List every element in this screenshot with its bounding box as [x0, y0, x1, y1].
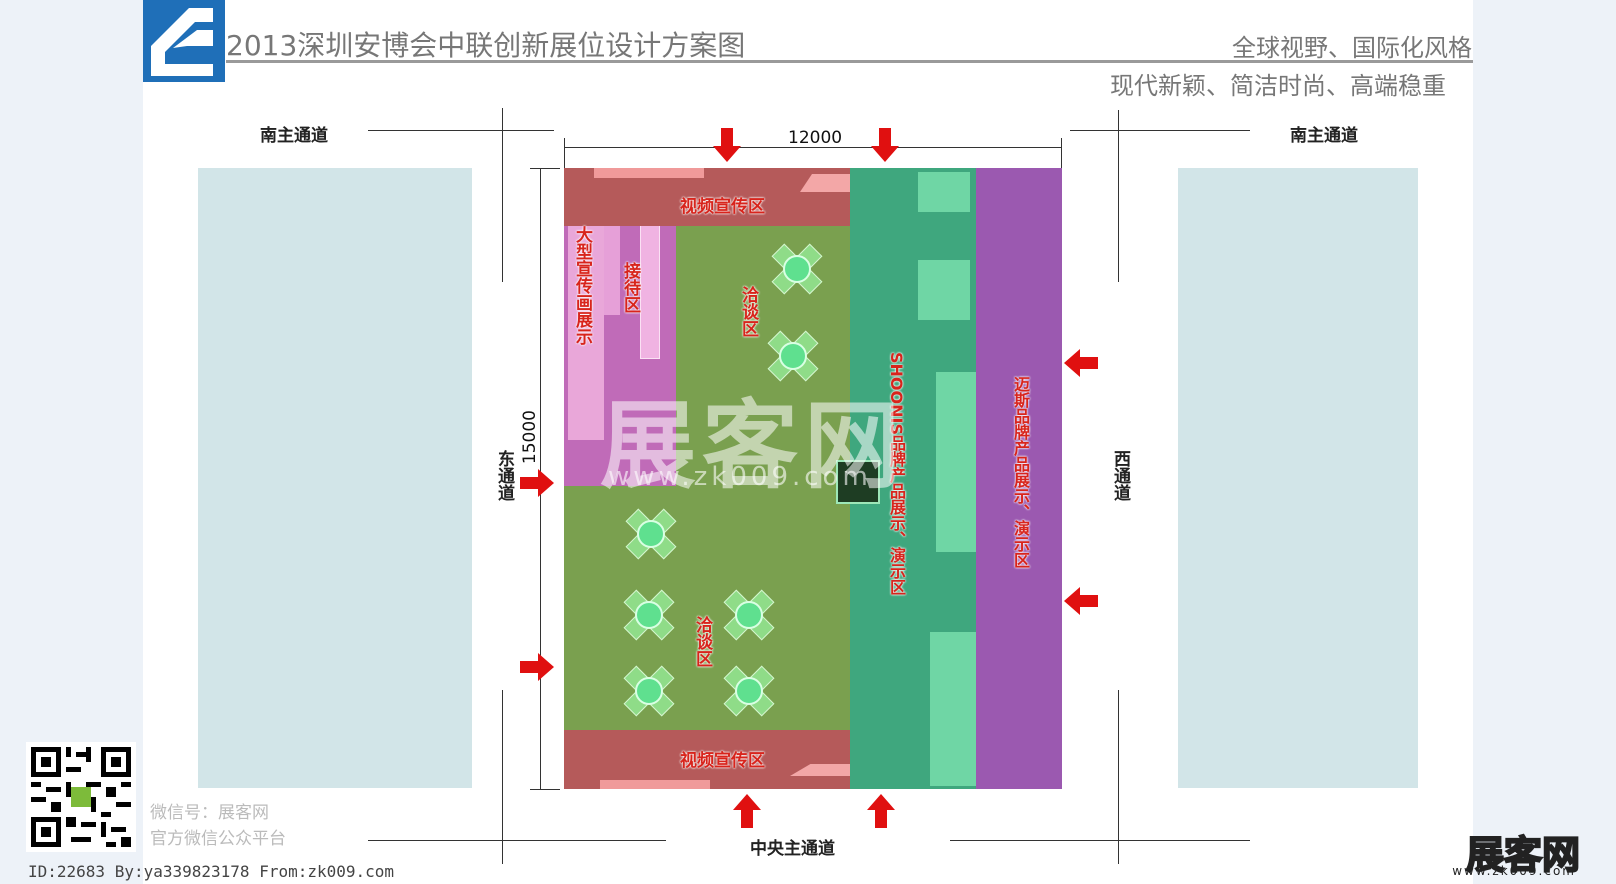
shoonis-counter-2	[918, 260, 970, 320]
watermark-url: www.zk009.com	[608, 462, 872, 492]
entrance-arrow-icon	[1064, 587, 1098, 615]
dimension-tick-left	[564, 138, 565, 168]
title-underline	[226, 60, 1473, 63]
aisle-line-west-top	[1118, 110, 1119, 282]
zone-maisi	[976, 168, 1062, 789]
negotiation-table-icon	[718, 584, 778, 644]
aisle-line-central-right	[950, 840, 1250, 841]
video-prop-bottom	[790, 764, 858, 776]
wechat-platform-text: 官方微信公众平台	[150, 829, 286, 849]
video-screen-bottom	[600, 780, 710, 789]
slogan-line-1: 全球视野、国际化风格	[1232, 34, 1472, 62]
footer-id-line: ID:22683 By:ya339823178 From:zk009.com	[28, 862, 395, 881]
page-title: 2013深圳安博会中联创新展位设计方案图	[226, 29, 746, 62]
zone-video-bottom	[564, 730, 876, 789]
negotiation-table-icon	[718, 660, 778, 720]
aisle-label-west: 西通道	[1110, 450, 1130, 501]
brand-logo-text: 展客网	[1465, 831, 1581, 878]
reception-desk	[604, 215, 620, 315]
aisle-line-south-left	[368, 130, 554, 131]
watermark-brand: 展客网	[600, 389, 906, 502]
aisle-line-east-bottom	[502, 690, 503, 864]
entrance-arrow-icon	[867, 794, 895, 828]
aisle-label-central: 中央主通道	[750, 839, 835, 859]
entrance-arrow-icon	[871, 128, 899, 162]
entrance-arrow-icon	[520, 469, 554, 497]
wechat-id-text: 微信号：展客网	[150, 803, 269, 823]
slogan-line-2: 现代新颖、简洁时尚、高端稳重	[1110, 72, 1446, 100]
negotiation-table-icon	[766, 238, 826, 298]
hall-block-left	[198, 168, 472, 788]
video-prop-top	[800, 174, 860, 192]
company-logo-icon	[143, 0, 225, 82]
entrance-arrow-icon	[520, 653, 554, 681]
shoonis-center-screen	[836, 460, 880, 504]
aisle-label-east: 东通道	[494, 450, 514, 501]
shoonis-counter-1	[918, 172, 970, 212]
label-big-display: 大型宣传画展示	[572, 226, 592, 345]
label-negotiation-top: 洽谈区	[738, 286, 758, 337]
brand-url-text: www.zk009.com	[1452, 864, 1576, 878]
aisle-label-south-left: 南主通道	[260, 126, 328, 146]
dimension-tick-right	[1061, 138, 1062, 168]
aisle-line-south-right	[1070, 130, 1250, 131]
aisle-line-east-top	[502, 108, 503, 282]
label-video-bottom: 视频宣传区	[680, 751, 765, 771]
negotiation-table-icon	[618, 660, 678, 720]
dimension-width-label: 12000	[788, 128, 843, 148]
dimension-line-width	[564, 147, 1062, 148]
display-wall	[568, 200, 604, 440]
dimension-depth-label: 15000	[520, 410, 540, 465]
aisle-label-south-right: 南主通道	[1290, 126, 1358, 146]
qr-code-icon	[26, 742, 136, 852]
video-screen-top	[594, 168, 704, 178]
label-video-top: 视频宣传区	[680, 197, 765, 217]
negotiation-table-icon	[620, 503, 680, 563]
negotiation-table-icon	[618, 584, 678, 644]
dimension-tick-top	[530, 168, 560, 169]
shoonis-counter-3	[936, 372, 976, 552]
label-negotiation-bottom: 洽谈区	[692, 616, 712, 667]
aisle-line-central-left	[368, 840, 666, 841]
reception-counter	[640, 215, 660, 359]
label-maisi: 迈斯品牌产品展示、演示区	[1011, 376, 1030, 568]
hall-block-right	[1178, 168, 1418, 788]
entrance-arrow-icon	[733, 794, 761, 828]
label-reception: 接待区	[620, 262, 640, 313]
entrance-arrow-icon	[1064, 349, 1098, 377]
negotiation-table-icon	[762, 325, 822, 385]
aisle-line-west-bottom	[1118, 690, 1119, 864]
shoonis-counter-4	[930, 632, 976, 786]
label-shoonis: SHOONIS品牌产品展示、演示区	[887, 352, 906, 595]
dimension-tick-bottom	[530, 789, 560, 790]
entrance-arrow-icon	[713, 128, 741, 162]
